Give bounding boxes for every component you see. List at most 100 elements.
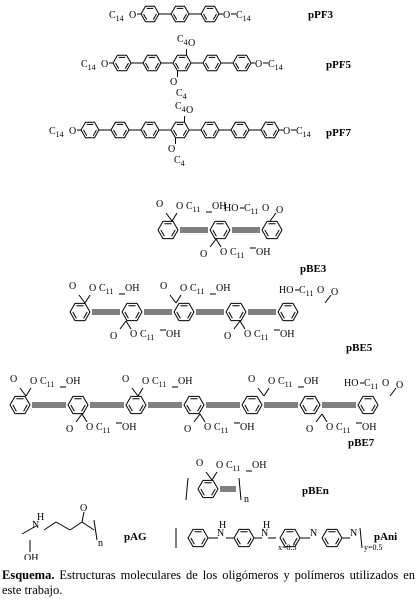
single-bond <box>321 413 328 423</box>
oxygen-atom: O <box>220 247 227 258</box>
benzene-ring <box>157 220 179 240</box>
single-bond <box>119 320 127 330</box>
hydroxyl-group: OH <box>216 283 230 294</box>
double-bond <box>293 537 298 545</box>
double-bond <box>275 229 280 237</box>
double-bond <box>143 129 148 136</box>
scheme-caption: Esquema. Estructuras moleculares de los … <box>2 568 415 598</box>
c11-chain: C11 <box>254 329 268 342</box>
double-bond <box>212 13 217 20</box>
hydroxyl-group: OH <box>122 422 136 433</box>
benzene-ring <box>209 220 231 240</box>
label-pPF5: pPF5 <box>326 59 352 71</box>
c11-chain: C11 <box>230 247 244 260</box>
benzene-ring <box>9 395 31 415</box>
benzene-ring <box>173 302 195 322</box>
double-bond <box>214 62 219 69</box>
oxygen-atom: O <box>186 105 193 116</box>
double-bond <box>83 129 88 136</box>
single-bond <box>269 212 277 222</box>
double-bond <box>190 537 195 545</box>
benzene-ring <box>279 528 301 548</box>
double-bond <box>175 62 180 69</box>
c11-chain: C11 <box>186 201 200 214</box>
double-bond <box>242 129 247 136</box>
single-bond <box>324 294 332 304</box>
c11-chain: C11 <box>244 203 258 216</box>
oxygen-atom: O <box>130 329 137 340</box>
hydrogen-atom: H <box>263 520 270 531</box>
double-bond <box>313 404 318 412</box>
benzene-ring <box>200 121 220 139</box>
double-bond <box>212 129 217 136</box>
double-bond <box>12 404 17 412</box>
single-bond <box>131 387 139 397</box>
single-bond <box>193 413 201 423</box>
oxygen-atom: O <box>382 378 389 389</box>
double-bond <box>122 129 127 136</box>
single-bond <box>75 413 83 423</box>
double-bond <box>83 311 88 319</box>
c11-chain: C11 <box>190 283 204 296</box>
bracket <box>238 477 242 501</box>
hydroxyl-group: OH <box>125 283 139 294</box>
benzene-ring <box>202 54 222 72</box>
hydroxyl-group: OH <box>362 422 376 433</box>
oxygen-atom: O <box>30 376 37 387</box>
label-pAni: pAni <box>374 531 397 543</box>
carbonyl-oxygen: O <box>156 199 163 210</box>
double-bond <box>200 488 205 496</box>
single-bond <box>233 320 241 330</box>
hydroxyl-group: OH <box>212 201 226 212</box>
c11-chain: C11 <box>299 285 313 298</box>
hydroxyl-group: OH <box>178 376 192 387</box>
double-bond <box>81 404 86 412</box>
benzene-ring <box>241 395 263 415</box>
hydroxyl-group: HO <box>279 285 293 296</box>
benzene-ring <box>261 220 283 240</box>
double-bond <box>124 311 129 319</box>
single-bond <box>25 387 32 397</box>
double-bond <box>255 404 260 412</box>
carbonyl-oxygen: O <box>224 331 231 342</box>
benzene-ring <box>225 302 247 322</box>
double-bond <box>176 311 181 319</box>
c11-chain: C11 <box>140 329 154 342</box>
benzene-ring <box>121 302 143 322</box>
c4-group: C4 <box>175 101 186 114</box>
c11-chain: C11 <box>364 378 378 391</box>
hydroxyl-group: OH <box>304 376 318 387</box>
double-bond <box>171 229 176 237</box>
double-bond <box>244 404 249 412</box>
double-bond <box>280 311 285 319</box>
carbonyl-oxygen: O <box>248 374 255 385</box>
c11-chain: C11 <box>226 460 240 473</box>
repeat-index: n <box>244 494 249 505</box>
single-bond <box>84 294 91 304</box>
double-bond <box>235 62 240 69</box>
double-bond <box>335 537 340 545</box>
label-pAG: pAG <box>124 531 147 543</box>
double-bond <box>23 404 28 412</box>
caption-text: Estructuras moleculares de los oligómero… <box>2 568 415 597</box>
double-bond <box>145 62 150 69</box>
double-bond <box>152 13 157 20</box>
benzene-ring <box>170 5 190 23</box>
benzene-ring <box>110 121 130 139</box>
double-bond <box>92 129 97 136</box>
single-bond <box>209 238 217 248</box>
benzene-ring <box>277 302 299 322</box>
stoichiometry-y: y=0.5 <box>364 543 383 552</box>
carbonyl-oxygen: O <box>306 424 313 435</box>
hydroxyl-group: HO <box>224 203 238 214</box>
carbonyl-oxygen: O <box>69 281 76 292</box>
single-bond <box>257 387 265 397</box>
c11-chain: C11 <box>96 422 110 435</box>
label-pBE5: pBE5 <box>346 342 373 354</box>
benzene-ring <box>230 121 250 139</box>
c11-chain: C11 <box>40 376 54 389</box>
label-pBE7: pBE7 <box>348 437 375 449</box>
double-bond <box>282 537 287 545</box>
double-bond <box>197 404 202 412</box>
c4-group: C4 <box>176 88 187 101</box>
